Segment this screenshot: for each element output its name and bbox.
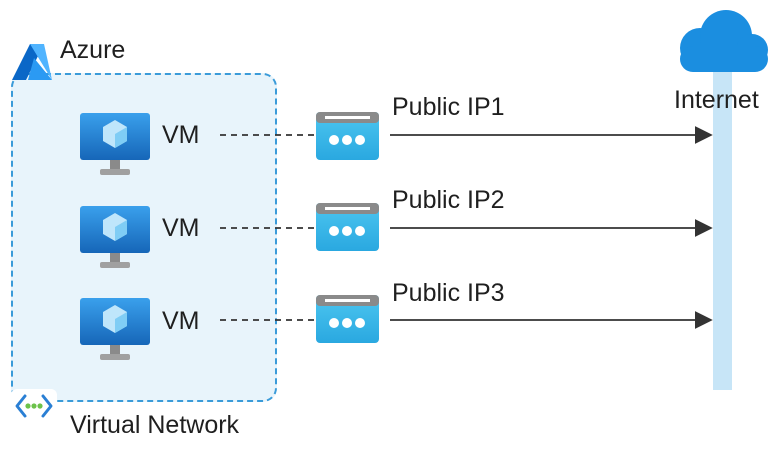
azure-label: Azure [60,36,126,64]
public-ip-label-3: Public IP3 [392,279,505,307]
vm-row-1 [80,112,713,175]
vm-icon [80,113,150,175]
public-ip-icon [316,112,379,160]
vm-label-3: VM [162,307,200,335]
azure-logo-icon [12,44,52,80]
public-ip-icon [316,295,379,343]
vm-label-2: VM [162,214,200,242]
vm-row-3 [80,295,713,360]
internet-bar [713,62,732,390]
public-ip-label-2: Public IP2 [392,186,505,214]
vm-label-1: VM [162,121,200,149]
vm-row-2 [80,203,713,268]
vm-icon [80,298,150,360]
public-ip-icon [316,203,379,251]
virtual-network-icon [11,389,57,423]
internet-label: Internet [674,86,759,114]
cloud-icon [680,10,768,72]
virtual-network-label: Virtual Network [70,411,240,439]
public-ip-label-1: Public IP1 [392,93,505,121]
vm-icon [80,206,150,268]
